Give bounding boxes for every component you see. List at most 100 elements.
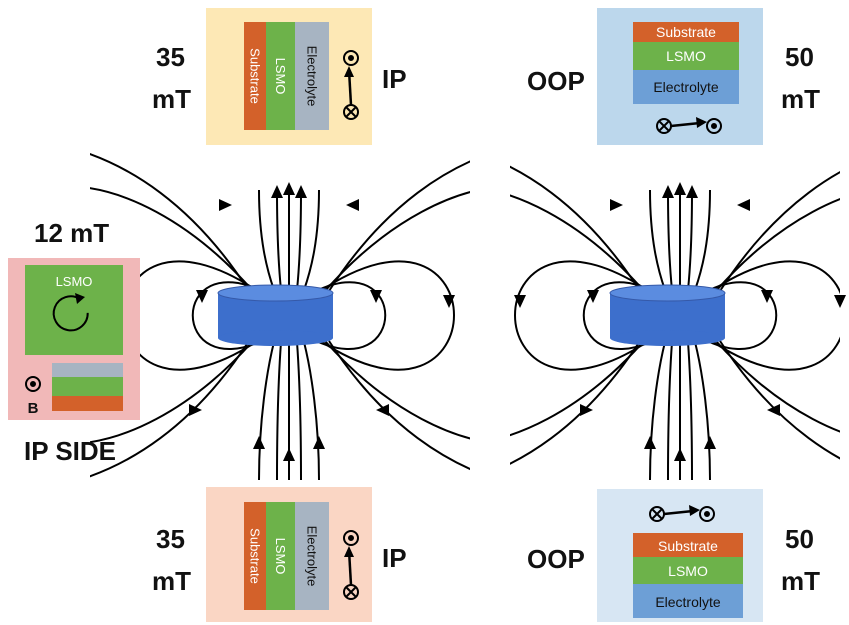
field-line [324,191,470,292]
substrate-layer [633,22,739,42]
field-line [303,189,320,291]
field-line [258,341,275,481]
field-line [90,153,250,292]
substrate-label: Substrate [656,24,716,40]
magnet-right-bottom [610,330,725,346]
substrate-layer [633,533,743,557]
field-line [510,194,645,292]
lsmo-label: LSMO [273,58,288,95]
magnetic-field-line-arrow-icon [610,199,623,211]
bottom-left-field-value: 35 [156,524,185,554]
field-line [715,198,840,292]
magnetic-field-line-arrow-icon [295,185,307,198]
magnet-left-top [217,284,334,302]
field-line [510,340,645,437]
current-path-line [670,121,701,128]
magnetic-field-line-arrow-icon [376,404,389,416]
field-line [510,165,641,292]
lsmo-label: LSMO [273,538,288,575]
field-line [328,340,470,470]
magnetic-field-line-arrow-icon [767,404,780,416]
lsmo-label: LSMO [666,48,706,64]
field-line [704,281,778,350]
panel-top-left-ip: Substrate LSMO Electrolyte [206,8,372,145]
magnetic-field-line-arrow-icon [761,290,773,303]
magnet-right [609,284,726,346]
field-out-of-page-icon [343,530,359,546]
field-lines-left [90,153,470,481]
magnet-left-bottom [218,330,333,346]
field-line [296,189,302,291]
lsmo-layer [266,22,295,130]
lsmo-top-view-label: LSMO [56,274,93,289]
field-line [324,340,470,440]
magnetic-field-line-arrow-icon [662,185,674,198]
magnetic-field-line-arrow-icon [219,199,232,211]
field-line [719,340,840,460]
magnetic-field-line-arrow-icon [253,436,265,449]
field-out-of-page-icon [699,506,715,522]
current-path-line [663,509,694,516]
top-right-orientation: OOP [527,66,585,96]
lsmo-label: LSMO [668,563,708,579]
field-out-of-page-icon [706,118,722,134]
field-line [313,281,387,350]
panel-top-right-oop: Substrate LSMO Electrolyte [597,8,763,145]
substrate-label: Substrate [248,528,263,584]
field-line [318,260,455,371]
bottom-right-field-value: 50 [785,524,814,554]
field-line [276,341,282,481]
current-path-arrowhead [344,546,354,557]
electrolyte-layer [52,363,123,377]
field-line [582,281,656,350]
lsmo-layer [633,42,739,70]
bottom-right-field-unit: mT [781,566,820,596]
bottom-right-orientation: OOP [527,544,585,574]
field-arrows-left [123,182,455,461]
field-line [328,160,470,292]
magnetic-field-line-arrow-icon [271,185,283,198]
substrate-layer [244,22,266,130]
substrate-label: Substrate [658,538,718,554]
field-into-page-icon [343,104,359,120]
field-line [649,189,666,291]
substrate-label: Substrate [248,48,263,104]
field-line [667,341,673,481]
top-left-field-value: 35 [156,42,185,72]
magnetic-field-line-arrow-icon [283,448,295,461]
field-line [296,341,302,481]
field-line [510,340,641,465]
electrolyte-layer [295,22,329,130]
field-line [191,281,265,350]
magnetic-field-line-arrow-icon [587,290,599,303]
field-line [694,189,711,291]
substrate-layer [52,396,123,411]
panel-ip-side: LSMO B [8,258,140,420]
field-out-of-page-icon [25,376,41,392]
panel-bottom-right-oop: Substrate LSMO Electrolyte [597,489,763,622]
magnet-left [217,284,334,346]
field-line [709,260,840,371]
current-path-arrowhead [344,66,354,77]
electrolyte-label: Electrolyte [305,46,320,107]
top-right-field-unit: mT [781,84,820,114]
magnetic-field-line-arrow-icon [686,185,698,198]
field-line [715,340,840,433]
electrolyte-label: Electrolyte [653,79,719,95]
electrolyte-label: Electrolyte [655,594,721,610]
bottom-left-orientation: IP [382,543,407,573]
magnetic-field-line-arrow-icon [580,404,593,416]
side-field-label: 12 mT [34,218,110,248]
field-line [90,340,254,444]
magnetic-field-line-arrow-icon [346,199,359,211]
field-b-label: B [28,400,39,417]
electrolyte-layer [633,584,743,618]
magnetic-field-line-arrow-icon [283,182,295,195]
field-line [687,189,693,291]
magnetic-field-line-arrow-icon [443,295,455,308]
lsmo-layer [266,502,295,610]
lsmo-layer [633,557,743,584]
bottom-left-field-unit: mT [152,566,191,596]
field-line [258,189,275,291]
field-line [90,187,254,292]
